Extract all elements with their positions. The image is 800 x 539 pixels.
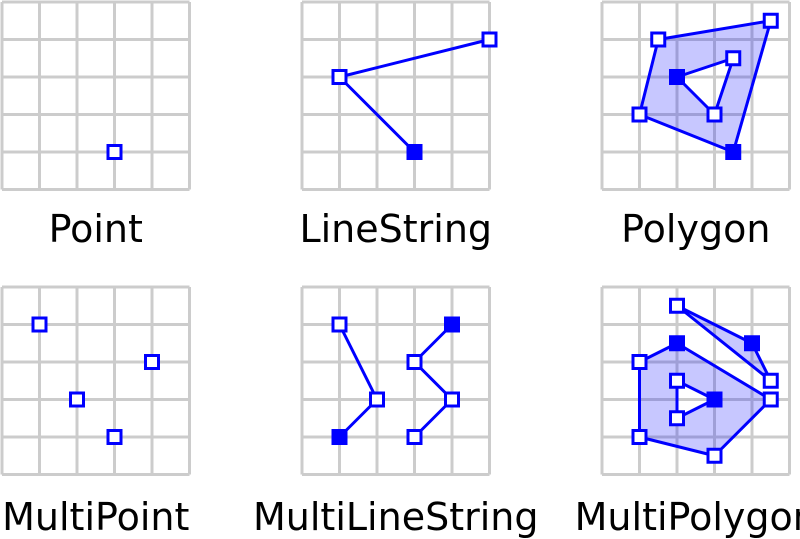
vertex-marker <box>406 429 423 445</box>
vertex-marker <box>31 316 48 333</box>
vertex-marker <box>706 106 723 123</box>
vertex-marker <box>69 391 85 408</box>
vertex-marker-filled <box>706 391 723 408</box>
panel-point: Point <box>0 0 191 251</box>
polygon-shape <box>675 304 773 383</box>
vertex-marker-filled <box>669 335 685 352</box>
panel-multipolygon: MultiPolygon <box>575 285 800 539</box>
vertex-marker <box>369 391 385 408</box>
geometry-shapes <box>106 144 123 160</box>
panel-label-polygon: Polygon <box>621 207 770 251</box>
panel-label-multipoint: MultiPoint <box>2 495 189 539</box>
panel-multilinestring: MultiLineString <box>253 285 538 539</box>
geometry-shapes <box>31 316 160 445</box>
vertex-marker <box>669 410 685 427</box>
vertex-marker <box>106 144 123 160</box>
vertex-marker <box>631 106 648 123</box>
grid <box>300 0 491 191</box>
vertex-marker-filled <box>444 316 460 333</box>
vertex-marker-filled <box>725 144 742 160</box>
vertex-marker <box>406 354 423 370</box>
vertex-marker <box>331 69 348 85</box>
grid <box>0 285 191 476</box>
panel-label-point: Point <box>49 207 143 251</box>
panel-label-multipolygon: MultiPolygon <box>575 495 800 539</box>
vertex-marker <box>444 391 460 408</box>
linestring-path <box>413 323 454 439</box>
vertex-marker-filled <box>331 429 348 445</box>
panel-label-multilinestring: MultiLineString <box>253 495 538 539</box>
linestring-path <box>338 323 379 439</box>
vertex-marker <box>331 316 348 333</box>
panel-polygon: Polygon <box>600 0 791 251</box>
vertex-marker <box>669 372 685 389</box>
geometry-shapes <box>331 31 498 160</box>
grid <box>600 285 791 476</box>
grid <box>0 0 191 191</box>
vertex-marker-filled <box>406 144 423 160</box>
panel-multipoint: MultiPoint <box>0 285 191 539</box>
vertex-marker <box>762 372 779 389</box>
vertex-marker <box>650 31 667 48</box>
panel-label-linestring: LineString <box>299 207 492 251</box>
vertex-marker-filled <box>744 335 760 352</box>
vertex-marker <box>481 31 498 48</box>
vertex-marker-filled <box>669 69 685 85</box>
vertex-marker <box>106 429 123 445</box>
vertex-marker <box>762 391 779 408</box>
vertex-marker <box>725 50 742 67</box>
geometry-shapes <box>631 297 779 464</box>
panel-linestring: LineString <box>299 0 498 251</box>
vertex-marker <box>762 12 779 29</box>
vertex-marker <box>669 297 685 314</box>
grid <box>300 285 491 476</box>
geometry-shapes <box>631 12 779 160</box>
vertex-marker <box>631 429 648 445</box>
geometry-shapes <box>331 316 460 445</box>
vertex-marker <box>706 447 723 464</box>
vertex-marker <box>631 354 648 370</box>
vertex-marker <box>144 354 160 370</box>
